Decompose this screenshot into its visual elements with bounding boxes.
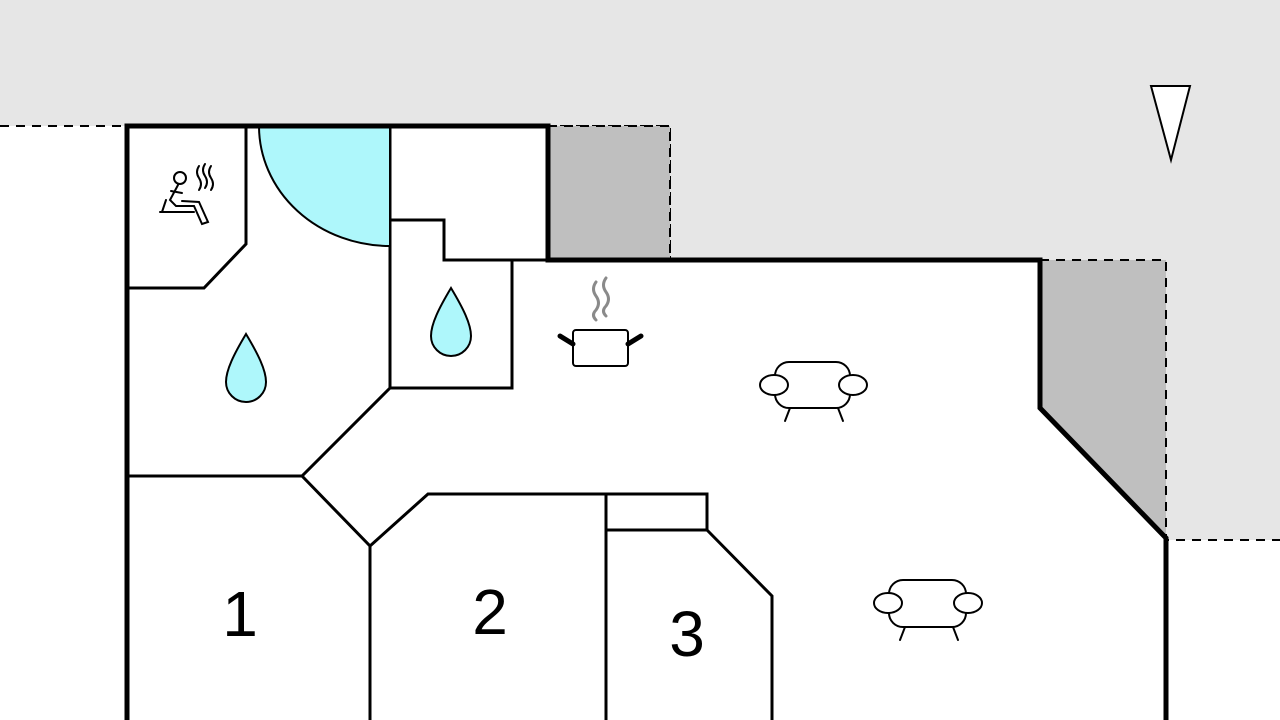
exterior-walls xyxy=(124,123,1169,720)
room-label-2: 2 xyxy=(472,576,508,648)
terrace-right-border xyxy=(1040,259,1167,540)
terrace-top-border xyxy=(548,125,671,260)
sofa-icon xyxy=(873,579,983,641)
terrace-top xyxy=(548,126,670,260)
sauna-icon xyxy=(159,163,214,226)
terrace-right xyxy=(1040,260,1166,538)
sofa-icon xyxy=(759,361,868,422)
building-floor xyxy=(127,126,1166,720)
interior-walls xyxy=(127,126,774,720)
water-drop-icon xyxy=(224,332,268,403)
water-drop-icon xyxy=(429,286,473,357)
pool xyxy=(257,125,391,248)
outside-area xyxy=(0,0,1280,540)
kitchen-pot-icon xyxy=(557,276,644,367)
north-arrow-icon xyxy=(1149,85,1192,164)
room-label-1: 1 xyxy=(222,578,258,650)
room-label-3: 3 xyxy=(669,598,705,670)
